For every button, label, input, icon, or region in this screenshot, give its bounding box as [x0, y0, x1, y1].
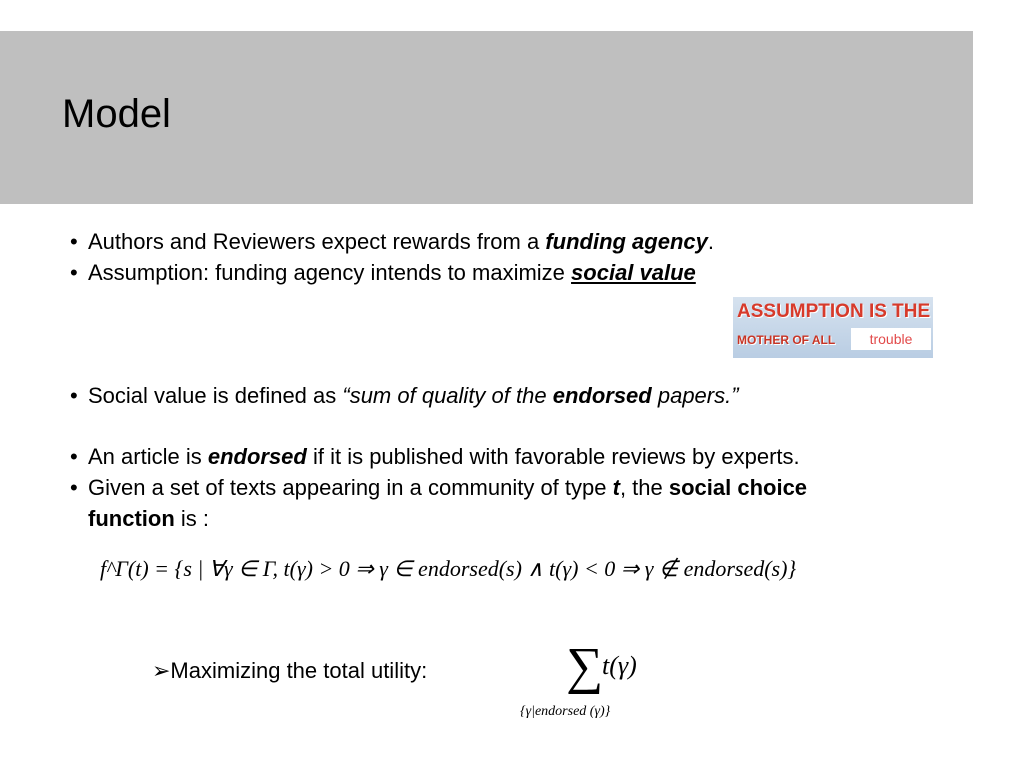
- meme-text-line2: MOTHER OF ALL: [737, 333, 836, 347]
- emphasis: t: [612, 475, 620, 500]
- bullet-dot: •: [70, 475, 78, 500]
- assumption-meme-image: ASSUMPTION IS THE MOTHER OF ALL trouble: [733, 297, 933, 358]
- bullet-item: •An article is endorsed if it is publish…: [70, 441, 950, 472]
- emphasis: endorsed: [552, 383, 652, 408]
- emphasis: endorsed: [207, 444, 307, 469]
- maximize-utility-label: ➢Maximizing the total utility:: [152, 658, 428, 683]
- bullet-list-top: •Authors and Reviewers expect rewards fr…: [70, 226, 950, 288]
- bullet-list-bottom: •An article is endorsed if it is publish…: [70, 441, 950, 534]
- sum-symbol: ∑: [566, 638, 604, 695]
- bullet-item: •Social value is defined as “sum of qual…: [70, 380, 950, 411]
- bullet-continuation: function is :: [88, 506, 209, 531]
- sum-argument: t(γ): [602, 651, 637, 680]
- bold-term: social choice: [668, 475, 808, 500]
- sum-subscript: {γ|endorsed (γ)}: [520, 704, 611, 719]
- bullet-item: •Assumption: funding agency intends to m…: [70, 257, 950, 288]
- bullet-item: •Given a set of texts appearing in a com…: [70, 472, 950, 503]
- bullet-dot: •: [70, 444, 78, 469]
- emphasis: funding agency: [545, 229, 708, 254]
- emphasis-underlined: social value: [571, 260, 696, 285]
- bullet-dot: •: [70, 229, 78, 254]
- social-choice-formula: f^Γ(t) = {s | ∀γ ∈ Γ, t(γ) > 0 ⇒ γ ∈ end…: [100, 556, 797, 581]
- bullet-list-social: •Social value is defined as “sum of qual…: [70, 380, 950, 411]
- bullet-dot: •: [70, 383, 78, 408]
- sum-expression: ∑ t(γ) {γ|endorsed (γ)}: [520, 641, 690, 725]
- title-band: [0, 31, 973, 204]
- bullet-dot: •: [70, 260, 78, 285]
- bullet-item: •Authors and Reviewers expect rewards fr…: [70, 226, 950, 257]
- meme-trouble-box: trouble: [851, 328, 931, 350]
- bold-term: function: [88, 506, 175, 531]
- meme-text-line1: ASSUMPTION IS THE: [737, 301, 931, 322]
- slide-title: Model: [62, 92, 171, 136]
